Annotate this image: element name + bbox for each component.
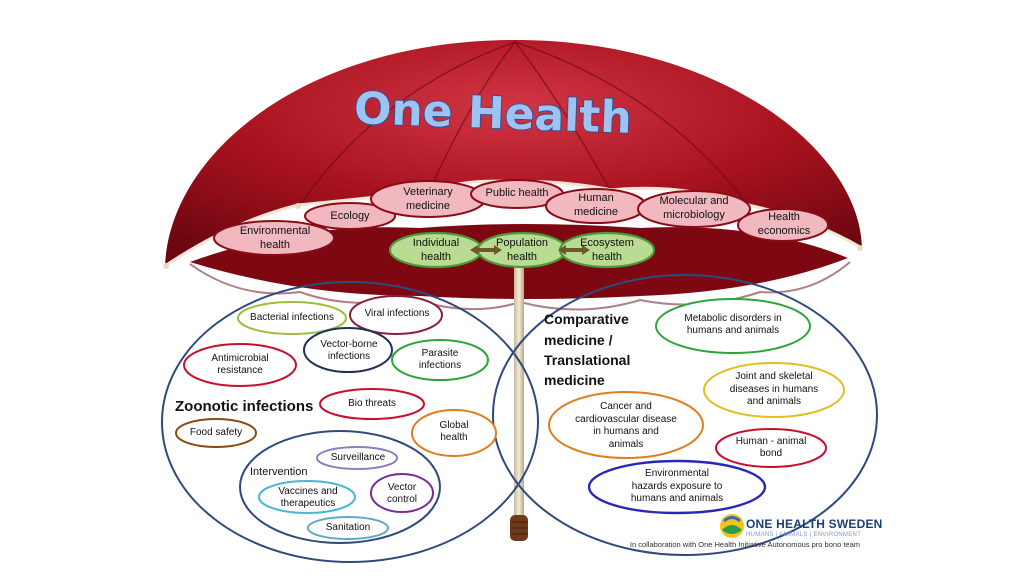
canopy-tip [163, 263, 169, 269]
label-antimicrobial-resistance: Antimicrobial resistance [211, 352, 269, 377]
label-environmental-hazards: Environmental hazards exposure to humans… [630, 468, 724, 505]
canopy-pills [213, 179, 829, 256]
label-surveillance: Surveillance [330, 451, 386, 463]
label-vector-borne-infections: Vector-borne infections [320, 338, 378, 363]
canopy-rib [514, 41, 749, 206]
collaboration-note: In collaboration with One Health Initiat… [629, 540, 860, 549]
oval-parasite [391, 339, 489, 381]
canopy-rib [299, 41, 516, 206]
zoonotic-title: Zoonotic infections [175, 397, 314, 415]
umbrella-shaft [514, 250, 524, 520]
label-joint-skeletal: Joint and skeletal diseases in humans an… [729, 371, 819, 408]
oval-viral [349, 295, 443, 335]
canopy-tip [295, 203, 301, 209]
oval-joint [703, 362, 845, 418]
oval-vector-borne [303, 327, 393, 373]
health-arrows [470, 245, 590, 255]
title-text: One Health [353, 83, 632, 144]
label-intervention: Intervention [250, 466, 308, 479]
health-pills [388, 231, 656, 269]
oval-antimicrobial [183, 343, 297, 387]
arrow-right-pair [558, 245, 590, 255]
pill-health-economics [737, 208, 829, 242]
label-vaccines-therapeutics: Vaccines and therapeutics [278, 485, 338, 510]
oval-bio-threats [319, 388, 425, 420]
oval-cancer [548, 391, 704, 459]
logo-mark-icon [720, 514, 744, 538]
pill-environmental-health [213, 220, 335, 256]
canopy-rib [429, 41, 516, 191]
oval-surveillance [316, 446, 398, 470]
label-parasite-infections: Parasite infections [418, 347, 462, 372]
label-vector-control: Vector control [386, 481, 417, 506]
umbrella-canopy [165, 40, 862, 266]
logo-name: ONE HEALTH SWEDEN [746, 517, 883, 531]
canopy-tip [857, 245, 863, 251]
canopy-rib [514, 41, 611, 191]
oval-bacterial [237, 301, 347, 335]
label-global-health: Global health [439, 419, 469, 444]
oval-vaccines [258, 480, 356, 514]
label-ecosystem-health: Ecosystem health [580, 237, 634, 263]
intervention-circle [239, 430, 441, 544]
oval-global-health [411, 409, 497, 457]
oval-environmental-hazards [587, 459, 767, 515]
label-human-animal-bond: Human - animal bond [735, 435, 807, 460]
oval-bond [715, 428, 827, 468]
label-human-medicine: Human medicine [573, 192, 619, 218]
oval-sanitation [307, 516, 389, 540]
label-environmental-health: Environmental health [239, 225, 311, 251]
zoonotic-circle [161, 281, 539, 563]
logo-tagline: HUMANS | ANIMALS | ENVIRONMENT [746, 532, 862, 538]
oval-food-safety [175, 418, 257, 448]
pill-molecular-microbiology [637, 190, 751, 228]
label-metabolic-disorders: Metabolic disorders in humans and animal… [684, 312, 782, 337]
label-food-safety: Food safety [189, 426, 243, 438]
label-sanitation: Sanitation [325, 521, 371, 533]
comparative-circle [492, 274, 878, 556]
pill-ecology [304, 202, 396, 230]
label-molecular-microbiology: Molecular and microbiology [659, 195, 729, 221]
arrow-left-pair [470, 245, 502, 255]
comparative-title: Comparative medicine / Translational med… [544, 311, 631, 389]
label-ecology: Ecology [330, 210, 370, 223]
label-veterinary-medicine: Veterinary medicine [403, 186, 453, 212]
label-health-economics: Health economics [757, 211, 811, 237]
label-public-health: Public health [485, 187, 549, 200]
oval-vector-control [370, 473, 434, 513]
label-bio-threats: Bio threats [348, 397, 396, 409]
label-cancer-cardiovascular: Cancer and cardiovascular disease in hum… [575, 401, 677, 450]
handle-grip-lines [511, 521, 527, 535]
label-viral-infections: Viral infections [364, 307, 430, 319]
label-bacterial-infections: Bacterial infections [250, 311, 334, 323]
label-individual-health: Individual health [412, 237, 460, 263]
oval-metabolic [655, 298, 811, 354]
label-population-health: Population health [496, 237, 548, 263]
